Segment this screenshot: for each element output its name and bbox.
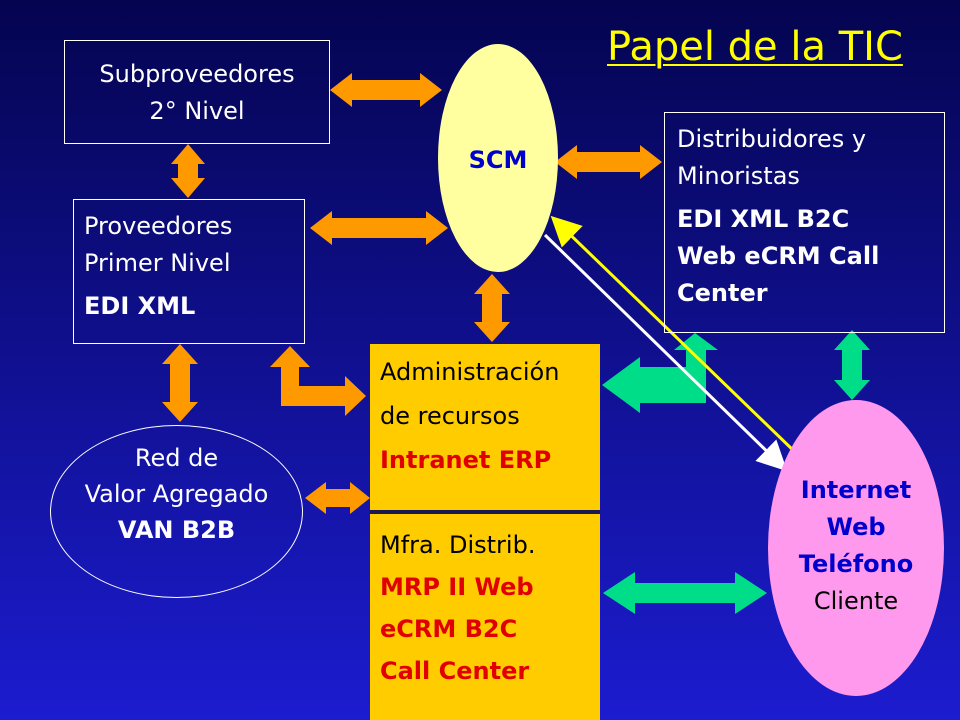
proveedores-level: Primer Nivel: [84, 249, 231, 277]
distribuidores-tech-2: Web eCRM Call: [677, 242, 880, 270]
distribuidores-label-2: Minoristas: [677, 162, 800, 190]
proveedores-tech: EDI XML: [84, 292, 196, 320]
subproveedores-label: Subproveedores: [99, 60, 295, 88]
subproveedores-level: 2° Nivel: [149, 97, 245, 125]
van-label-2: Valor Agregado: [84, 480, 269, 508]
cliente-channel-internet: Internet: [800, 476, 912, 504]
cliente-channel-web: Web: [826, 513, 886, 541]
administracion-tech: Intranet ERP: [380, 446, 552, 474]
cliente-label: Cliente: [813, 587, 899, 615]
van-ellipse: [50, 425, 303, 598]
slide-title: Papel de la TIC: [607, 24, 903, 70]
arrow-van-admin: [305, 482, 370, 514]
distribuidores-label: Distribuidores y: [677, 125, 867, 153]
line-cliente-scm-yellow: [550, 215, 797, 454]
arrow-scm-admin: [474, 274, 510, 342]
arrow-subproveedores-scm: [330, 73, 442, 107]
cliente-ellipse: [768, 400, 944, 696]
manufactura-box: Mfra. Distrib. MRP II Web eCRM B2C Call …: [370, 514, 600, 720]
manufactura-tech-2: eCRM B2C: [380, 615, 518, 643]
scm-label: SCM: [468, 146, 528, 174]
van-label: Red de: [134, 444, 219, 472]
cliente-text: Internet Web Teléfono Cliente: [768, 472, 944, 620]
arrow-scm-distribuidores: [555, 145, 662, 179]
proveedores-label: Proveedores: [84, 212, 233, 240]
arrow-cliente-distribuidores: [834, 330, 870, 400]
arrow-distribuidores-admin: [602, 333, 718, 413]
distribuidores-box: Distribuidores y Minoristas EDI XML B2C …: [664, 112, 945, 333]
administracion-box: Administración de recursos Intranet ERP: [370, 344, 600, 510]
arrow-proveedores-scm: [310, 211, 448, 245]
line-scm-cliente-white: [543, 233, 788, 472]
proveedores-box: Proveedores Primer Nivel EDI XML: [73, 199, 305, 344]
arrow-mfra-cliente: [603, 572, 767, 614]
van-text: Red de Valor Agregado VAN B2B: [50, 440, 303, 548]
manufactura-tech-3: Call Center: [380, 657, 530, 685]
administracion-label-2: de recursos: [380, 402, 520, 430]
arrow-proveedores-van: [162, 344, 198, 422]
distribuidores-tech-3: Center: [677, 279, 768, 307]
distribuidores-tech-1: EDI XML B2C: [677, 205, 850, 233]
scm-ellipse: [438, 44, 558, 272]
manufactura-label: Mfra. Distrib.: [380, 531, 536, 559]
subproveedores-box: Subproveedores 2° Nivel: [64, 40, 330, 144]
manufactura-tech-1: MRP II Web: [380, 573, 534, 601]
arrow-subproveedores-proveedores: [171, 144, 205, 198]
administracion-label: Administración: [380, 358, 560, 386]
van-tech: VAN B2B: [117, 516, 236, 544]
cliente-channel-telefono: Teléfono: [798, 550, 914, 578]
admin-mfra-divider: [370, 510, 600, 514]
arrow-proveedores-admin: [270, 346, 366, 416]
